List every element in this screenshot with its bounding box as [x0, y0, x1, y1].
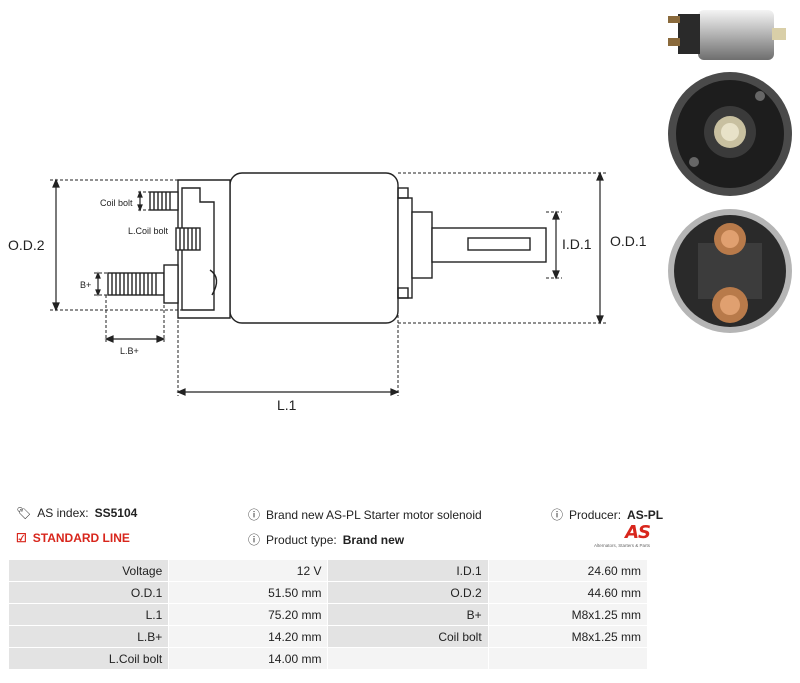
description-text: Brand new AS-PL Starter motor solenoid	[266, 507, 482, 522]
product-type-label: Product type:	[266, 532, 337, 547]
product-description: ⓘ Brand new AS-PL Starter motor solenoid	[248, 506, 482, 523]
l1-label: L.1	[277, 397, 297, 413]
spec-value: 51.50 mm	[168, 581, 329, 604]
id1-label: I.D.1	[562, 236, 592, 252]
spec-label-empty	[327, 647, 489, 670]
standard-line: ☑ STANDARD LINE	[16, 531, 130, 545]
solenoid-technical-drawing: O.D.2 O.D.1 I.D.1 L.1 Coil bolt L.Coil b…	[8, 171, 647, 413]
spec-label: L.Coil bolt	[7, 647, 170, 670]
table-row: Voltage 12 V I.D.1 24.60 mm	[7, 559, 649, 582]
solenoid-side-photo	[668, 10, 786, 60]
spec-label: I.D.1	[327, 559, 489, 582]
solenoid-rear-photo	[668, 209, 792, 333]
spec-label: Coil bolt	[327, 625, 489, 648]
spec-label: O.D.1	[7, 581, 170, 604]
solenoid-body	[229, 172, 399, 324]
as-logo-tagline: Alternators, Starters & Parts	[593, 543, 650, 548]
table-row: L.Coil bolt 14.00 mm	[7, 647, 649, 670]
spec-value: 75.20 mm	[168, 603, 329, 626]
solenoid-front-photo	[668, 72, 792, 196]
plunger	[411, 211, 433, 279]
spec-label: B+	[327, 603, 489, 626]
product-type-value: Brand new	[342, 532, 405, 547]
spec-value: M8x1.25 mm	[487, 625, 649, 648]
as-index: 🏷︎ AS index: SS5104	[16, 506, 137, 520]
table-row: O.D.1 51.50 mm O.D.2 44.60 mm	[7, 581, 649, 604]
spec-value: 12 V	[168, 559, 329, 582]
specs-table: Voltage 12 V I.D.1 24.60 mm O.D.1 51.50 …	[7, 559, 649, 670]
checkbox-icon: ☑	[16, 531, 27, 545]
table-row: L.1 75.20 mm B+ M8x1.25 mm	[7, 603, 649, 626]
producer: ⓘ Producer: AS-PL	[551, 506, 663, 523]
od2-label: O.D.2	[8, 237, 45, 253]
as-logo: AS Alternators, Starters & Parts	[584, 522, 651, 552]
producer-value: AS-PL	[627, 507, 664, 522]
l-b-plus-label: L.B+	[120, 346, 139, 356]
spec-label: L.1	[7, 603, 170, 626]
od1-label: O.D.1	[610, 233, 647, 249]
coil-bolt	[149, 191, 179, 211]
standard-line-label: STANDARD LINE	[32, 531, 130, 545]
spec-label: O.D.2	[327, 581, 489, 604]
spec-label: Voltage	[7, 559, 170, 582]
spec-value-empty	[487, 647, 649, 670]
as-index-label: AS index:	[37, 506, 89, 520]
spec-value: 14.20 mm	[168, 625, 329, 648]
table-row: L.B+ 14.20 mm Coil bolt M8x1.25 mm	[7, 625, 649, 648]
tag-icon: 🏷︎	[16, 506, 32, 520]
producer-label: Producer:	[569, 507, 622, 522]
b-plus-label: B+	[80, 280, 91, 290]
info-icon: ⓘ	[551, 508, 564, 522]
spec-value: 44.60 mm	[487, 581, 649, 604]
spec-value: 14.00 mm	[168, 647, 329, 670]
product-type: ⓘ Product type: Brand new	[248, 531, 404, 548]
as-index-value: SS5104	[94, 506, 138, 520]
as-logo-mark: AS	[625, 522, 651, 543]
spec-value: M8x1.25 mm	[487, 603, 649, 626]
info-icon: ⓘ	[248, 508, 261, 522]
coil-bolt-label: Coil bolt	[100, 198, 133, 208]
l-coil-bolt-label: L.Coil bolt	[128, 226, 169, 236]
spec-value: 24.60 mm	[487, 559, 649, 582]
spec-label: L.B+	[7, 625, 170, 648]
info-icon: ⓘ	[248, 533, 261, 547]
